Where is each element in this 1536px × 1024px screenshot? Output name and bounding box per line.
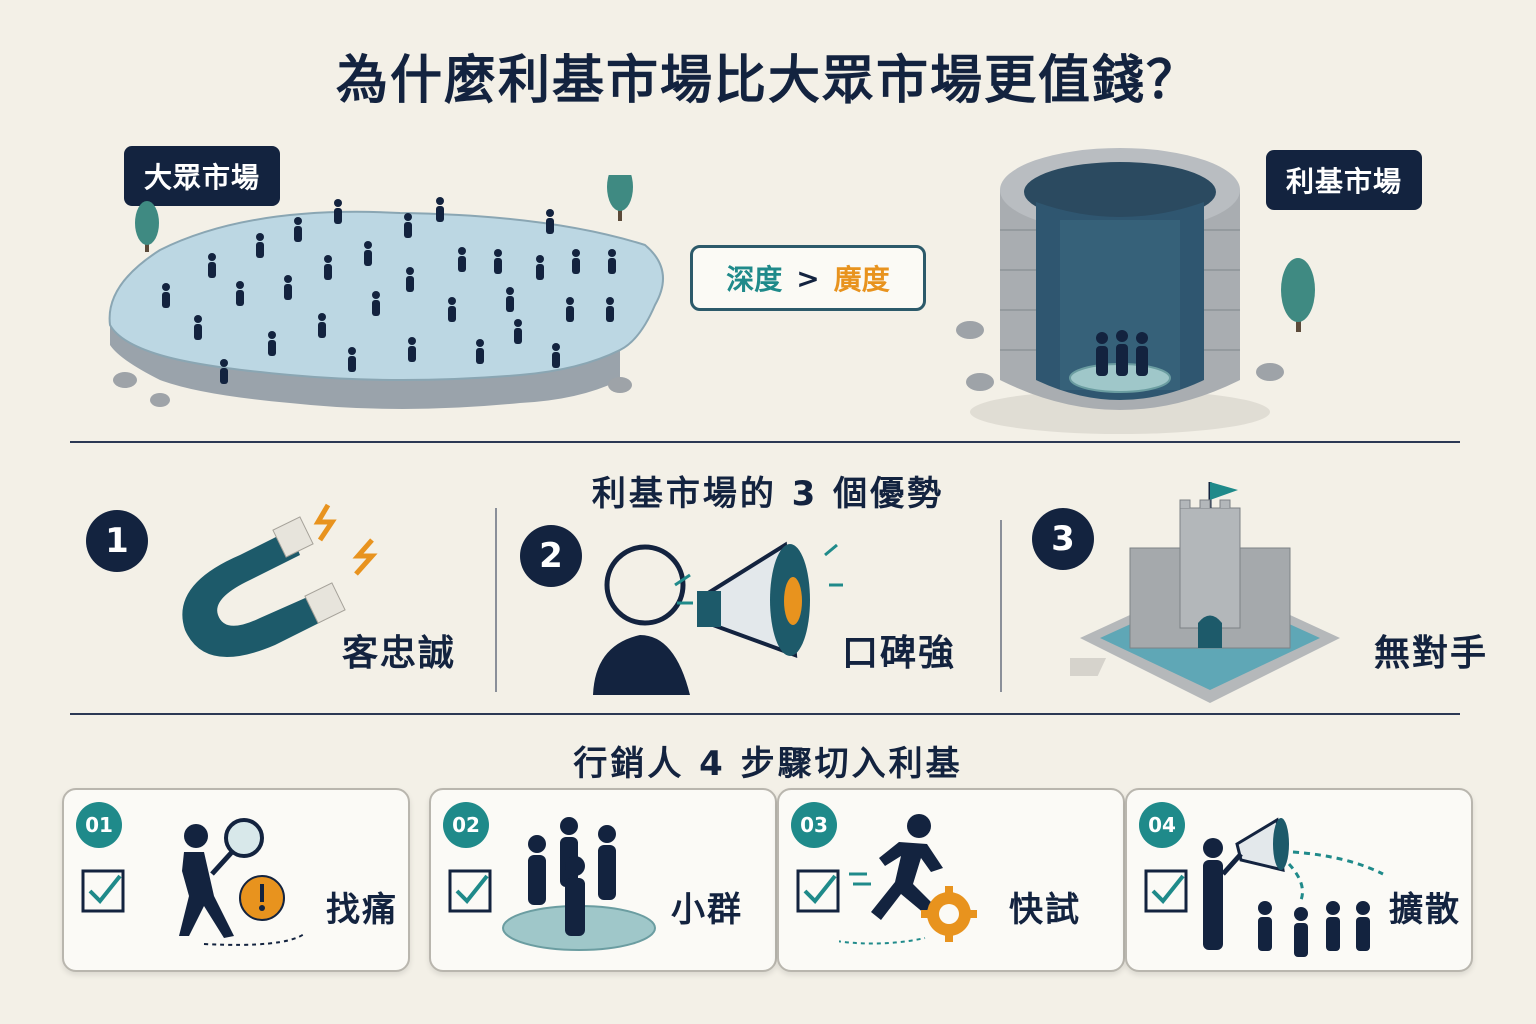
advantage-label-3: 無對手 [1374,633,1489,674]
person-icon [284,275,292,300]
person-icon [318,313,326,338]
mass-market-tag: 大眾市場 [124,146,281,206]
person-icon [208,253,216,278]
checkbox-icon [448,869,492,913]
checkbox-icon [1144,869,1188,913]
broadcast-icon [1203,817,1384,957]
advantage-separator-1 [495,508,497,692]
breadth-label: 廣度 [833,263,890,296]
niche-market-tag: 利基市場 [1266,150,1423,210]
person-icon [408,337,416,362]
person-icon [552,343,560,368]
advantage-number-2: 2 [520,525,582,587]
step-label-3: 快試 [1009,890,1081,930]
person-icon [448,297,456,322]
person-icon [1116,330,1128,376]
shallow-pool-illustration [108,175,664,409]
person-icon [404,213,412,238]
steps-heading: 行銷人 4 步驟切入利基 [573,744,963,784]
tree-icon [607,175,633,221]
person-icon [606,297,614,322]
person-icon [236,281,244,306]
step-label-1: 找痛 [326,890,398,930]
advantages-heading: 利基市場的 3 個優勢 [591,474,945,514]
advantage-label-1: 客忠誠 [342,633,457,674]
tree-icon [1281,258,1315,332]
person-icon [1136,332,1148,376]
page-title: 為什麼利基市場比大眾市場更值錢？ [335,51,1200,111]
step-label-4: 擴散 [1389,890,1461,930]
person-icon [458,247,466,272]
step-label-2: 小群 [671,890,743,930]
person-icon [268,331,276,356]
step-number-2: 02 [443,802,489,848]
greater-than-symbol: > [796,261,820,295]
runner-gear-icon [839,814,977,945]
megaphone-icon [593,541,843,695]
tree-icon [135,201,159,252]
castle-icon [1070,482,1340,703]
person-icon [546,209,554,234]
person-icon [572,249,580,274]
step-number-1: 01 [76,802,122,848]
step-number-4: 04 [1139,802,1185,848]
person-icon [256,233,264,258]
step-card-1: 01 找痛 [62,788,410,972]
advantage-number-1: 1 [86,510,148,572]
person-icon [566,297,574,322]
person-icon [506,287,514,312]
step-card-4: 04 擴散 [1125,788,1473,972]
advantage-label-2: 口碑強 [842,633,957,674]
person-icon [220,359,228,384]
person-icon [194,315,202,340]
person-icon [364,241,372,266]
deep-well-illustration [956,148,1315,434]
person-icon [162,283,170,308]
divider-bottom [70,713,1460,715]
person-icon [406,267,414,292]
checkbox-icon [796,869,840,913]
person-icon [324,255,332,280]
person-icon [436,197,444,222]
person-icon [372,291,380,316]
depth-label: 深度 [726,263,783,296]
advantage-separator-2 [1000,520,1002,692]
magnet-icon [182,503,378,657]
advantage-number-3: 3 [1032,508,1094,570]
checkbox-icon [81,869,125,913]
depth-vs-breadth-box: 深度 > 廣度 [690,245,926,311]
divider-top [70,441,1460,443]
person-icon [334,199,342,224]
person-icon [494,249,502,274]
step-card-3: 03 快試 [777,788,1125,972]
person-icon [348,347,356,372]
group-icon [502,817,656,951]
person-icon [608,249,616,274]
magnifier-icon [179,818,305,946]
person-icon [514,319,522,344]
step-number-3: 03 [791,802,837,848]
person-icon [536,255,544,280]
person-icon [1096,332,1108,376]
person-icon [294,217,302,242]
step-card-2: 02 小群 [429,788,777,972]
person-icon [476,339,484,364]
